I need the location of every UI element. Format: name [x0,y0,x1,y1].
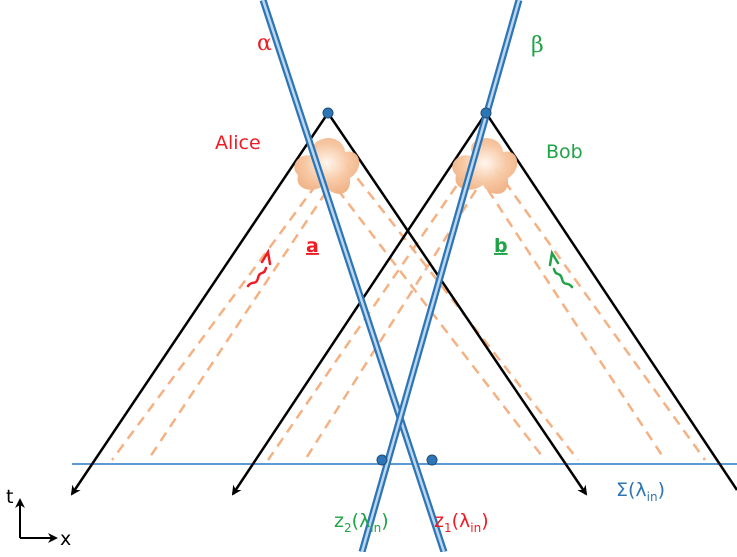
beta-worldline [358,0,523,553]
axes-indicator [15,498,58,543]
alice-light-cone [70,112,588,496]
bob-label: Bob [546,141,583,163]
alpha-emission-dot [322,107,334,119]
z1-label: z1(λin) [434,510,489,535]
z2-intersection-dot [376,454,388,466]
b-setting-label: b [494,235,508,257]
bob-signal-arrow [548,249,574,289]
alpha-worldline [259,0,448,554]
beta-label: β [531,33,544,58]
z2-label: z2(λin) [334,510,389,535]
x-axis-label: x [60,528,71,550]
alice-signal-arrow [246,248,272,288]
a-setting-label: a [306,235,319,257]
alice-dashed-lines [110,164,579,461]
sigma-label: Σ(λin) [616,479,665,504]
beta-emission-dot [480,107,492,119]
z1-intersection-dot [426,454,438,466]
alice-source-blob [294,138,360,194]
alice-label: Alice [215,132,261,154]
alpha-label: α [257,31,272,56]
t-axis-label: t [6,486,13,508]
